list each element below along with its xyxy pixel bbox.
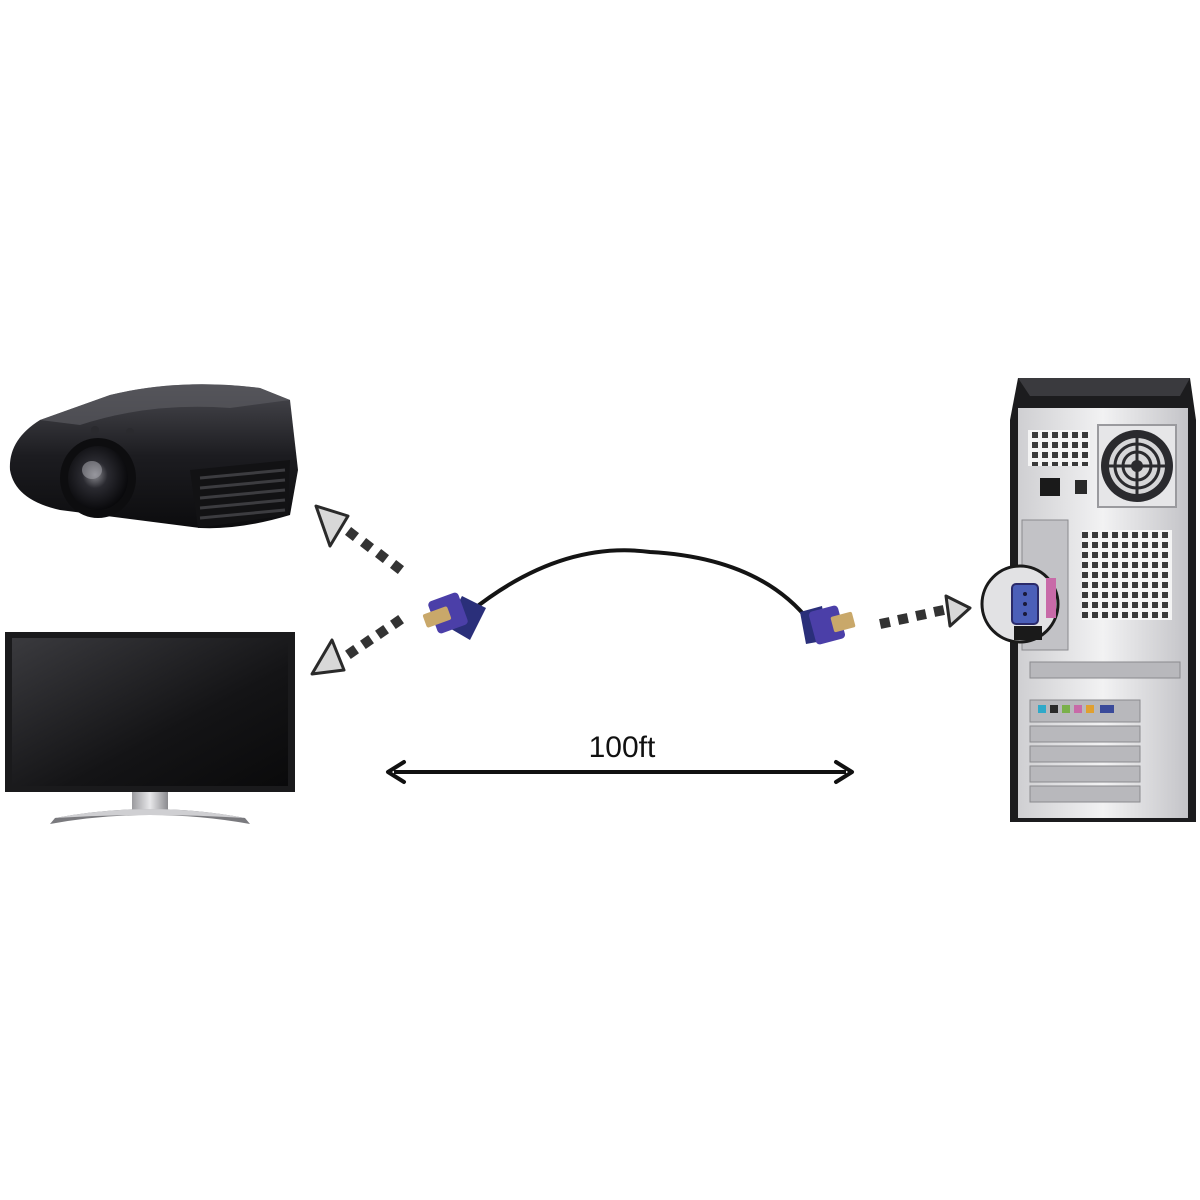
cable-length-label: 100ft (589, 731, 656, 764)
vga-connector-left (422, 592, 486, 640)
vga-connector-right (800, 605, 856, 645)
projector-icon (9, 384, 298, 529)
length-dimension: 100ft (386, 731, 854, 784)
arrow-to-projector (314, 504, 405, 575)
vga-cable (422, 548, 856, 645)
arrow-to-monitor (310, 615, 404, 676)
monitor-icon (5, 632, 295, 824)
pc-tower-icon (980, 378, 1196, 822)
arrow-to-tower (879, 594, 972, 629)
